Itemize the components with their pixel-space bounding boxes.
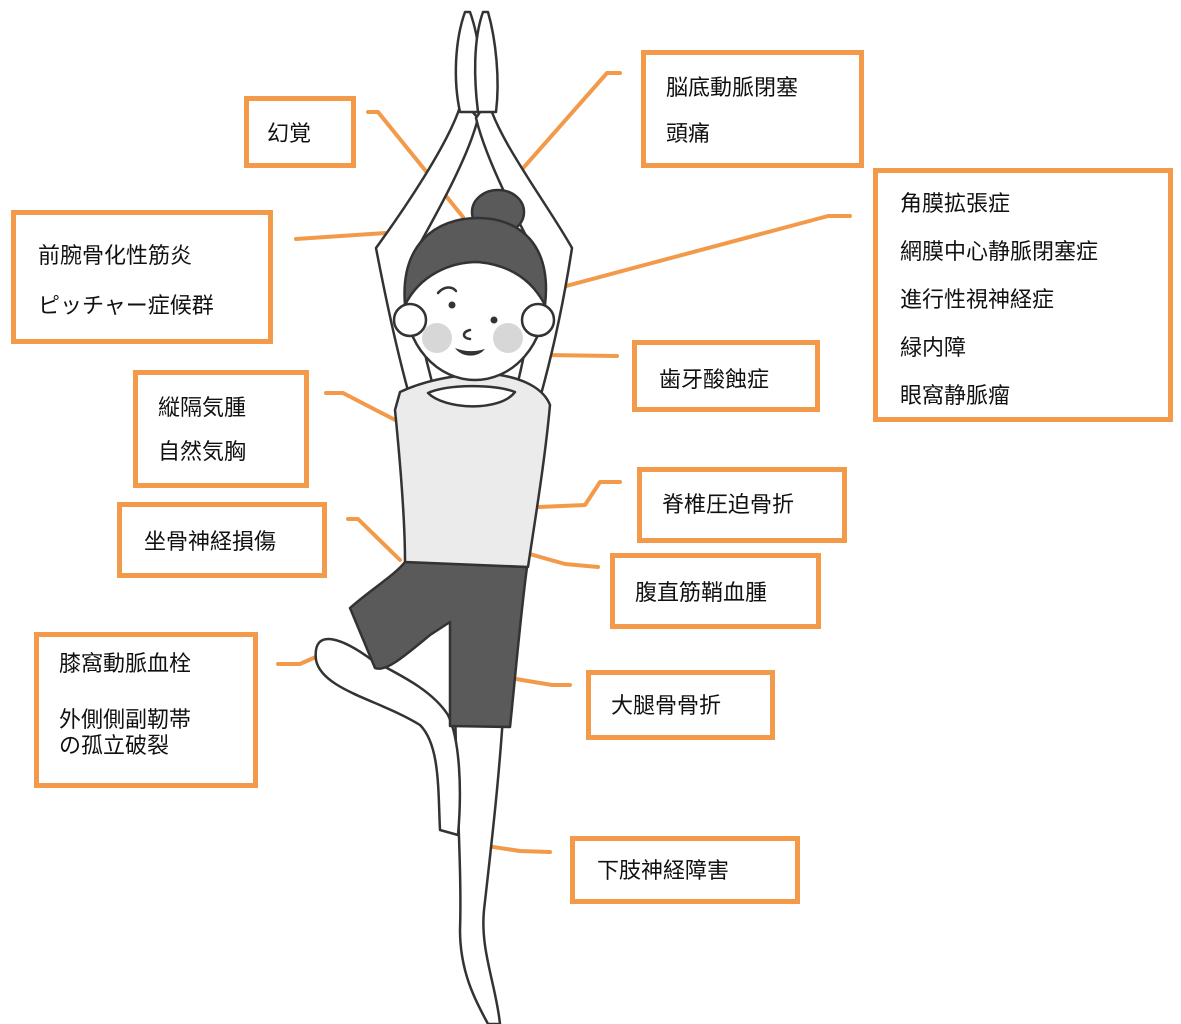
- nose: [462, 328, 472, 341]
- label-text: 下肢神経障害: [597, 859, 730, 884]
- hair: [403, 216, 548, 307]
- right-ear: [520, 302, 556, 338]
- label-text: 外側側副靭帯: [59, 708, 192, 733]
- label-hallucination: 幻覚: [244, 96, 356, 168]
- label-sciatic: 坐骨神経損傷: [117, 502, 327, 578]
- label-forearm: 前腕骨化性筋炎 ピッチャー症候群: [11, 210, 273, 344]
- raised-leg: [314, 637, 462, 837]
- legs: [314, 637, 506, 1024]
- standing-leg: [453, 698, 506, 1024]
- label-eye: 角膜拡張症 網膜中心静脈閉塞症 進行性視神経症 緑内障 眼窩静脈瘤: [873, 168, 1173, 422]
- label-lower-limb: 下肢神経障害: [570, 836, 800, 904]
- right-hand: [473, 10, 499, 114]
- left-eyebrow: [436, 286, 458, 295]
- left-cheek: [422, 323, 452, 353]
- label-text: 脊椎圧迫骨折: [662, 493, 795, 518]
- label-dental: 歯牙酸蝕症: [632, 340, 820, 412]
- leader-vertebra: [537, 480, 622, 509]
- label-text: 脳底動脈閉塞: [666, 76, 799, 101]
- label-text: 膝窩動脈血栓: [59, 652, 192, 677]
- label-text: 歯牙酸蝕症: [659, 368, 770, 393]
- leader-forearm: [294, 231, 387, 241]
- head: [392, 188, 556, 382]
- leader-sciatic: [346, 517, 402, 562]
- right-cheek: [493, 323, 523, 353]
- label-text: 大腿骨骨折: [611, 694, 722, 719]
- label-text: 幻覚: [267, 122, 312, 147]
- left-eye: [448, 301, 456, 309]
- leader-lowerlimb: [478, 843, 552, 854]
- label-knee: 膝窩動脈血栓 外側側副靭帯 の孤立破裂: [34, 632, 258, 788]
- label-text: 前腕骨化性筋炎: [38, 244, 193, 269]
- label-text: 腹直筋鞘血腫: [635, 581, 768, 606]
- label-text: 縦隔気腫: [158, 396, 247, 421]
- left-ear: [392, 302, 428, 338]
- label-text: 緑内障: [900, 336, 967, 361]
- shirt-collar: [426, 384, 517, 408]
- mouth: [455, 348, 485, 356]
- label-basilar-artery: 脳底動脈閉塞 頭痛: [641, 50, 864, 168]
- label-text: 頭痛: [666, 122, 711, 147]
- leader-femur: [508, 676, 572, 687]
- right-eye: [490, 316, 498, 324]
- label-text: 角膜拡張症: [900, 192, 1011, 217]
- label-vertebra: 脊椎圧迫骨折: [637, 467, 847, 543]
- label-text: 坐骨神経損傷: [144, 530, 277, 555]
- label-text: 自然気胸: [158, 440, 247, 465]
- leader-eye: [493, 214, 852, 307]
- label-text: の孤立破裂: [59, 734, 170, 759]
- label-chest: 縦隔気腫 自然気胸: [133, 370, 309, 488]
- label-rectus-sheath: 腹直筋鞘血腫: [610, 553, 821, 629]
- label-text: 進行性視神経症: [900, 288, 1055, 313]
- label-text: 網膜中心静脈閉塞症: [900, 240, 1099, 265]
- shorts: [348, 560, 529, 729]
- leader-knee: [276, 654, 320, 666]
- label-text: 眼窩静脈瘤: [900, 384, 1011, 409]
- label-text: ピッチャー症候群: [38, 294, 214, 319]
- label-femur: 大腿骨骨折: [586, 670, 775, 740]
